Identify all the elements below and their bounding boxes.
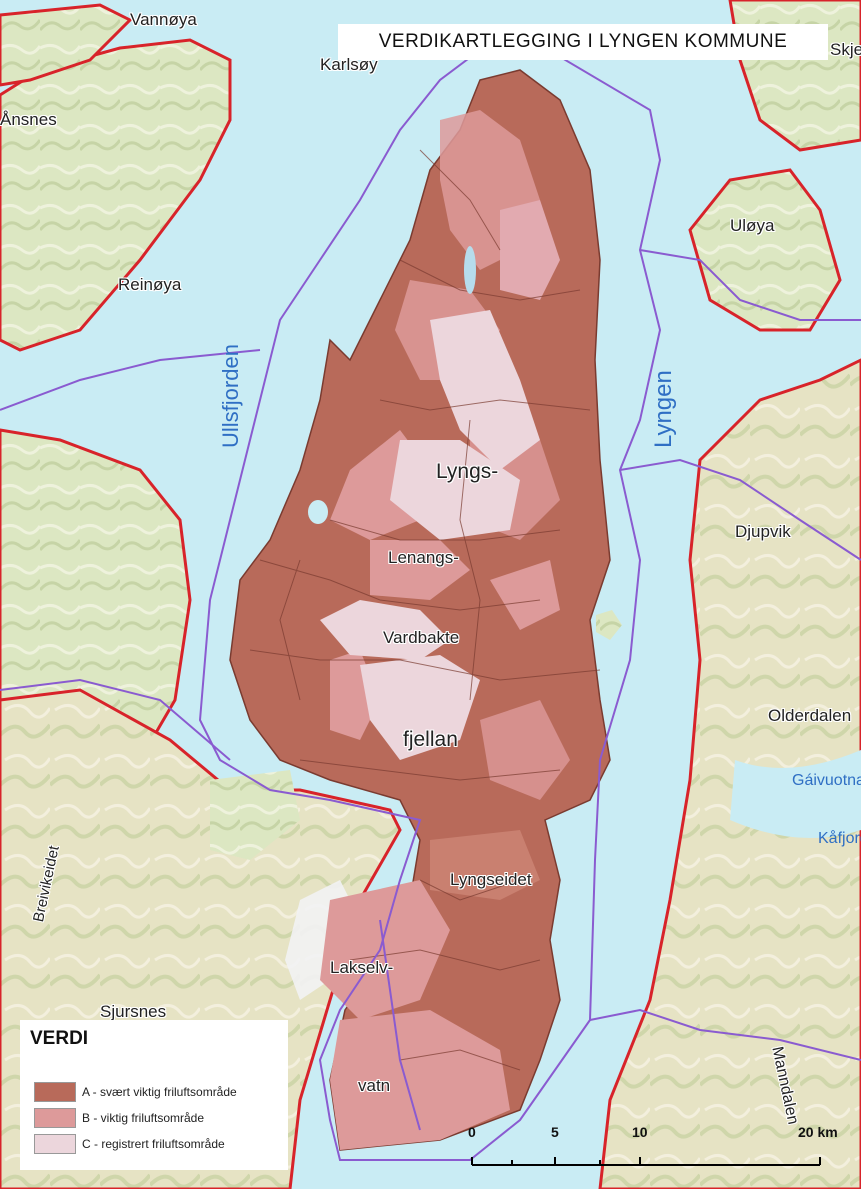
land-uloya bbox=[688, 168, 842, 332]
label-corner: Skjervøy bbox=[830, 40, 861, 59]
legend-label-b: B - viktig friluftsområde bbox=[82, 1111, 205, 1125]
label-nnes: Ånsnes bbox=[0, 110, 57, 129]
land-fjord-gap bbox=[730, 750, 861, 838]
legend: VERDI A - svært viktig friluftsområde B … bbox=[20, 1020, 288, 1170]
label-fjellan: fjellan bbox=[403, 728, 458, 751]
map-title: VERDIKARTLEGGING I LYNGEN KOMMUNE bbox=[338, 24, 828, 60]
label-lyngs: Lyngs- bbox=[436, 460, 499, 483]
scale-tick-0: 0 bbox=[468, 1124, 476, 1140]
label-kafjord: Kåfjord bbox=[818, 830, 861, 847]
land-reinoya bbox=[0, 38, 232, 352]
label-olderdalen: Olderdalen bbox=[768, 706, 852, 725]
label-lyngen: Lyngen bbox=[650, 370, 677, 448]
legend-item-c: C - registrert friluftsområde bbox=[34, 1134, 225, 1154]
scale-bar-graphic bbox=[471, 1157, 821, 1166]
label-vannoya: Vannøya bbox=[130, 10, 197, 29]
label-gavvuotna: Gáivuotna bbox=[792, 772, 861, 789]
scale-bar: 0 5 10 20 km bbox=[460, 1124, 850, 1184]
legend-item-a: A - svært viktig friluftsområde bbox=[34, 1082, 237, 1102]
label-lyngseidet: Lyngseidet bbox=[450, 870, 532, 889]
label-uloya: Uløya bbox=[730, 216, 775, 235]
label-reinoya: Reinøya bbox=[118, 275, 182, 294]
label-nedre: Vardbakte bbox=[383, 628, 460, 647]
label-djupvik: Djupvik bbox=[735, 522, 791, 541]
legend-swatch-c bbox=[34, 1134, 76, 1154]
label-sjursnes: Sjursnes bbox=[100, 1002, 167, 1021]
scale-tick-10: 10 bbox=[632, 1124, 648, 1140]
label-lenangs: Lenangs- bbox=[388, 548, 459, 567]
land-east bbox=[598, 358, 861, 1189]
legend-swatch-a bbox=[34, 1082, 76, 1102]
label-lakselvvatnet: Lakselv- bbox=[330, 958, 394, 977]
legend-swatch-b bbox=[34, 1108, 76, 1128]
label-karlsoy: Karlsøy bbox=[320, 55, 378, 74]
legend-item-b: B - viktig friluftsområde bbox=[34, 1108, 204, 1128]
legend-label-a: A - svært viktig friluftsområde bbox=[82, 1085, 237, 1099]
land-breivik bbox=[210, 770, 300, 860]
scale-tick-20km: 20 km bbox=[798, 1124, 838, 1140]
land-island-small2 bbox=[780, 60, 810, 95]
legend-label-c: C - registrert friluftsområde bbox=[82, 1137, 225, 1151]
municipality-boundary bbox=[198, 43, 662, 1161]
land-nnes bbox=[0, 3, 133, 87]
scale-tick-5: 5 bbox=[551, 1124, 559, 1140]
legend-title: VERDI bbox=[30, 1028, 89, 1049]
label-ullsfjorden: Ullsfjorden bbox=[218, 344, 243, 448]
land-island-small bbox=[596, 610, 622, 640]
label-vatn: vatn bbox=[358, 1076, 391, 1095]
